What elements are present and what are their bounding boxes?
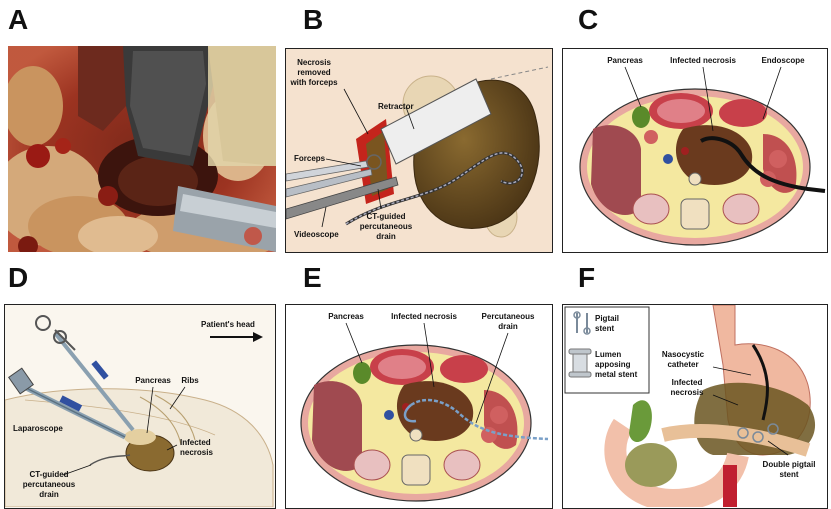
label-necrosis-removed-1: Necrosis [297,58,331,67]
panel-letter-a: A [8,4,28,36]
label-double-pigtail-2: stent [779,470,798,479]
surgical-photo [8,46,276,252]
label-pancreas: Pancreas [607,56,643,65]
panel-letter-b: B [303,4,323,36]
label-ct-drain-3: drain [39,490,59,499]
panel-letter-e: E [303,262,322,294]
label-nasocystic-2: catheter [667,360,698,369]
legend-lams-3: metal stent [595,370,638,379]
label-necrosis-removed-2: removed [297,68,330,77]
panel-b-drawing: Necrosis removed with forceps Retractor … [286,49,551,251]
legend-lams-2: apposing [595,360,631,369]
legend-pigtail-2: stent [595,324,614,333]
label-necrosis-removed-3: with forceps [289,78,338,87]
label-double-pigtail-1: Double pigtail [763,460,816,469]
label-percutaneous-2: drain [498,322,518,331]
label-retractor: Retractor [378,102,414,111]
label-ct-drain-1: CT-guided [366,212,405,221]
label-ct-drain-1: CT-guided [29,470,68,479]
label-forceps: Forceps [294,154,326,163]
panel-letter-f: F [578,262,595,294]
label-infected-1: Infected [180,438,211,447]
label-endoscope: Endoscope [761,56,805,65]
label-infected-necrosis: Infected necrosis [391,312,457,321]
label-laparoscope: Laparoscope [13,424,63,433]
panel-e: Pancreas Infected necrosis Percutaneous … [285,304,553,509]
legend-pigtail-1: Pigtail [595,314,619,323]
panel-e-drawing: Pancreas Infected necrosis Percutaneous … [286,305,551,507]
panel-b: Necrosis removed with forceps Retractor … [285,48,553,253]
label-nasocystic-1: Nasocystic [662,350,705,359]
label-infected-2: necrosis [671,388,704,397]
surgical-photo-drawing [8,46,276,252]
panel-c: Pancreas Infected necrosis Endoscope [562,48,828,253]
label-pancreas: Pancreas [328,312,364,321]
label-infected-2: necrosis [180,448,213,457]
legend-lams-1: Lumen [595,350,621,359]
label-ct-drain-3: drain [376,232,396,241]
panel-d-drawing: Patient's head Pancreas Ribs Laparoscope… [5,305,274,507]
label-ct-drain-2: percutaneous [360,222,413,231]
label-videoscope: Videoscope [294,230,339,239]
panel-letter-d: D [8,262,28,294]
label-ct-drain-2: percutaneous [23,480,76,489]
label-pancreas: Pancreas [135,376,171,385]
label-patients-head: Patient's head [201,320,255,329]
panel-f: Pigtail stent Lumen apposing metal stent… [562,304,828,509]
label-ribs: Ribs [181,376,199,385]
panel-c-drawing: Pancreas Infected necrosis Endoscope [563,49,826,251]
label-percutaneous-1: Percutaneous [482,312,535,321]
panel-d: Patient's head Pancreas Ribs Laparoscope… [4,304,276,509]
label-infected-1: Infected [672,378,703,387]
label-infected-necrosis: Infected necrosis [670,56,736,65]
panel-f-drawing: Pigtail stent Lumen apposing metal stent… [563,305,826,507]
panel-letter-c: C [578,4,598,36]
